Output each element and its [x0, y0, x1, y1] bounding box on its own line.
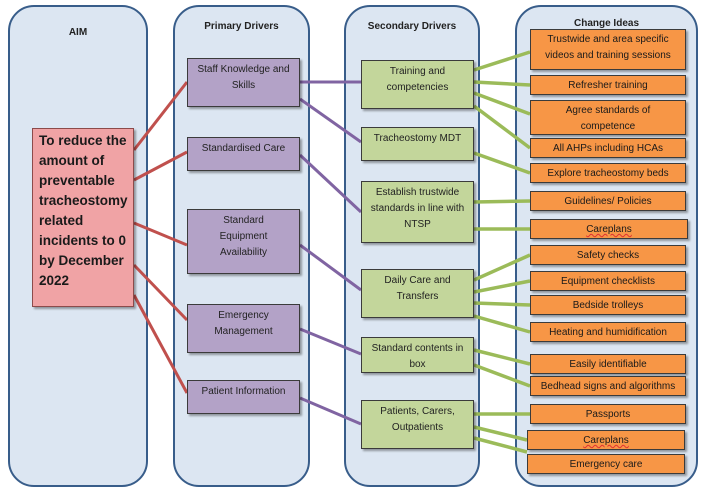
- change-idea-refresher-training: Refresher training: [530, 75, 686, 95]
- secondary-driver-label: Daily Care and Transfers: [384, 275, 451, 302]
- primary-driver-standardised-care: Standardised Care: [187, 137, 300, 171]
- primary-driver-label: Standardised Care: [201, 143, 286, 154]
- change-idea-safety-checks: Safety checks: [530, 245, 686, 265]
- change-idea-all-ahps: All AHPs including HCAs: [530, 138, 686, 158]
- primary-driver-label: Patient Information: [201, 386, 286, 397]
- change-idea-label: Agree standards of competence: [565, 105, 651, 132]
- primary-to-secondary-connector: [298, 153, 363, 214]
- change-idea-label: Easily identifiable: [569, 359, 647, 370]
- change-idea-guidelines-policies: Guidelines/ Policies: [530, 191, 686, 211]
- secondary-to-change-connector: [472, 104, 532, 150]
- primary-to-secondary-connector: [299, 327, 362, 356]
- change-idea-careplans-1: Careplans: [530, 219, 688, 239]
- secondary-to-change-connector: [473, 425, 528, 442]
- change-idea-label: Careplans: [583, 435, 629, 446]
- secondary-driver-training: Training and competencies: [361, 60, 474, 109]
- primary-driver-staff-knowledge: Staff Knowledge and Skills: [187, 58, 300, 107]
- change-idea-heating-humidification: Heating and humidification: [530, 322, 686, 342]
- secondary-to-change-connector: [473, 348, 531, 366]
- column-title-change: Change Ideas: [573, 18, 640, 29]
- primary-to-secondary-connector: [299, 243, 362, 292]
- secondary-driver-patients-carers: Patients, Carers, Outpatients: [361, 400, 474, 449]
- change-idea-passports: Passports: [530, 404, 686, 424]
- change-idea-label: Refresher training: [568, 80, 648, 91]
- aim-to-primary-connector: [132, 81, 189, 151]
- secondary-to-change-connector: [473, 279, 531, 294]
- change-idea-label: All AHPs including HCAs: [552, 143, 664, 154]
- change-idea-label: Heating and humidification: [549, 327, 667, 338]
- primary-driver-label: Staff Knowledge and Skills: [197, 64, 290, 91]
- change-idea-equipment-checklists: Equipment checklists: [530, 271, 686, 291]
- change-idea-label: Equipment checklists: [561, 276, 655, 287]
- secondary-to-change-connector: [473, 91, 531, 116]
- secondary-to-change-connector: [473, 363, 531, 388]
- primary-driver-emergency-management: Emergency Management: [187, 304, 300, 353]
- aim-to-primary-connector: [133, 150, 188, 182]
- secondary-driver-tracheostomy-mdt: Tracheostomy MDT: [361, 127, 474, 161]
- column-title-secondary: Secondary Drivers: [367, 21, 457, 32]
- aim-to-primary-connector: [133, 221, 188, 247]
- change-idea-explore-beds: Explore tracheostomy beds: [530, 163, 686, 183]
- primary-to-secondary-connector: [299, 97, 362, 144]
- secondary-driver-daily-care: Daily Care and Transfers: [361, 269, 474, 318]
- column-title-primary: Primary Drivers: [204, 21, 279, 32]
- change-idea-bedhead-signs: Bedhead signs and algorithms: [530, 376, 686, 396]
- secondary-driver-label: Establish trustwide standards in line wi…: [370, 187, 465, 230]
- aim-to-primary-connector: [132, 263, 189, 322]
- secondary-to-change-connector: [473, 199, 531, 204]
- primary-to-secondary-connector: [299, 396, 362, 426]
- secondary-to-change-connector: [473, 253, 531, 282]
- change-idea-label: Safety checks: [576, 250, 640, 261]
- column-title-aim: AIM: [68, 27, 88, 38]
- change-idea-label: Emergency care: [569, 459, 643, 470]
- secondary-to-change-connector: [473, 436, 528, 454]
- change-idea-videos-training: Trustwide and area specific videos and t…: [530, 29, 686, 70]
- change-idea-easily-identifiable: Easily identifiable: [530, 354, 686, 374]
- secondary-driver-label: Patients, Carers, Outpatients: [380, 406, 455, 433]
- secondary-driver-label: Tracheostomy MDT: [373, 133, 462, 144]
- aim-text: To reduce the amount of preventable trac…: [39, 133, 128, 288]
- change-idea-emergency-care: Emergency care: [527, 454, 685, 474]
- change-idea-bedside-trolleys: Bedside trolleys: [530, 295, 686, 315]
- change-idea-careplans-2: Careplans: [527, 430, 685, 450]
- secondary-driver-standard-contents: Standard contents in box: [361, 337, 474, 373]
- change-idea-label: Bedhead signs and algorithms: [540, 381, 676, 392]
- secondary-to-change-connector: [473, 50, 531, 72]
- aim-to-primary-connector: [132, 294, 189, 394]
- secondary-driver-label: Training and competencies: [386, 66, 449, 93]
- secondary-to-change-connector: [473, 301, 531, 307]
- primary-driver-patient-information: Patient Information: [187, 380, 300, 414]
- primary-driver-label: Emergency Management: [214, 310, 273, 337]
- change-idea-label: Careplans: [586, 224, 632, 235]
- change-idea-label: Bedside trolleys: [572, 300, 644, 311]
- primary-driver-equipment-availability: Standard Equipment Availability: [187, 209, 300, 274]
- primary-driver-label: Standard Equipment Availability: [219, 215, 268, 258]
- change-idea-label: Passports: [585, 409, 631, 420]
- secondary-to-change-connector: [473, 314, 531, 334]
- secondary-driver-trustwide-standards: Establish trustwide standards in line wi…: [361, 181, 474, 243]
- aim-statement: To reduce the amount of preventable trac…: [32, 128, 134, 307]
- change-idea-label: Explore tracheostomy beds: [547, 168, 669, 179]
- change-idea-label: Guidelines/ Policies: [564, 196, 652, 207]
- secondary-to-change-connector: [473, 80, 531, 87]
- change-idea-label: Trustwide and area specific videos and t…: [545, 34, 671, 61]
- secondary-driver-label: Standard contents in box: [371, 343, 464, 370]
- secondary-to-change-connector: [473, 151, 531, 175]
- change-idea-agree-standards: Agree standards of competence: [530, 100, 686, 135]
